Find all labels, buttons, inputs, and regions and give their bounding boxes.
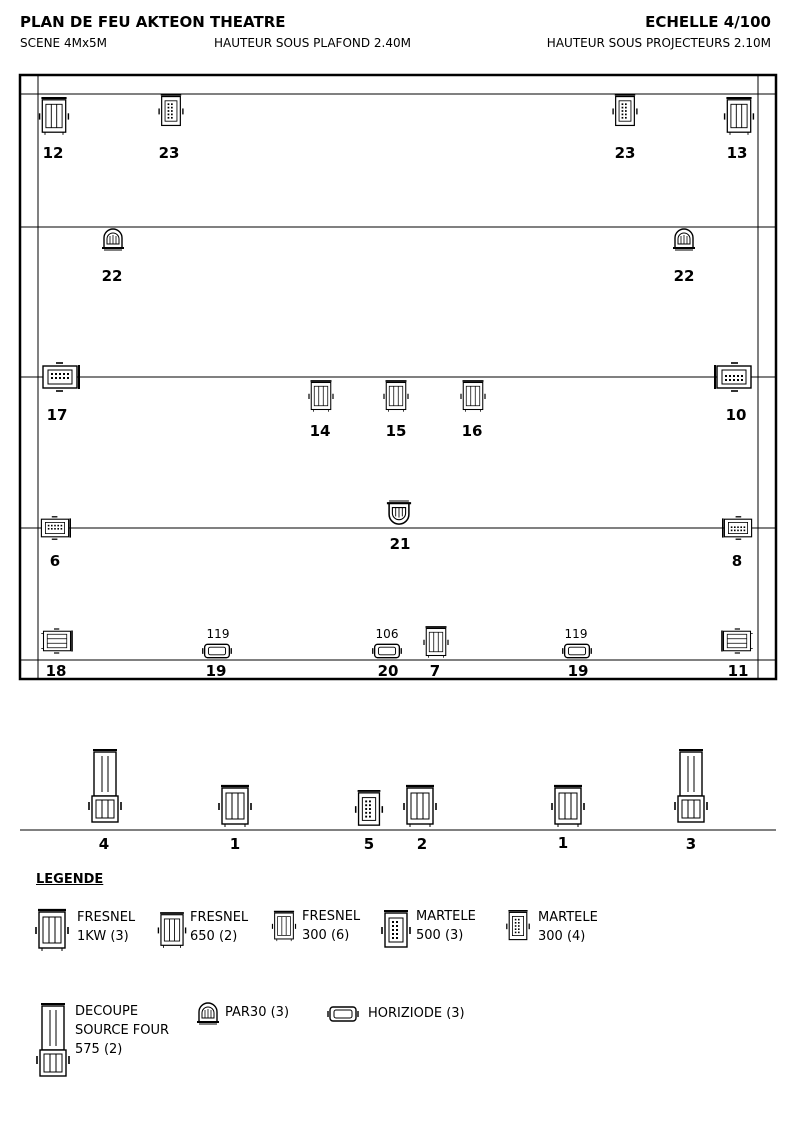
floor-projector-number-label: 5 (363, 835, 375, 853)
martele-projector-icon (42, 362, 80, 392)
legend-title: LEGENDE (36, 872, 104, 887)
projector-number-label: 17 (46, 406, 68, 424)
projector-number-label: 8 (731, 552, 743, 570)
floor-projector-number-label: 1 (557, 834, 569, 852)
fresnel-projector-icon (308, 380, 334, 413)
projector-number-label: 19 (205, 662, 227, 680)
martele-projector-icon (158, 93, 184, 127)
fresnel-projector-icon (383, 380, 409, 413)
projector-number-label: 21 (389, 535, 411, 553)
projector-number-label: 15 (385, 422, 407, 440)
legend-horiziode-icon (327, 1006, 359, 1022)
legend-horiziode-label: HORIZIODE (3) (368, 1006, 465, 1021)
legend-decoupe-label: DECOUPE SOURCE FOUR 575 (2) (75, 1004, 170, 1057)
legend-martele-300-icon (505, 909, 531, 941)
legend-martele-300-label: MARTELE 300 (4) (538, 910, 598, 944)
scale-label: ECHELLE 4/100 (645, 13, 771, 31)
floor-projector-number-label: 4 (98, 835, 110, 853)
projector-number-label: 11 (727, 662, 749, 680)
fresnel-projector-icon (550, 784, 586, 829)
projector-height-label: HAUTEUR SOUS PROJECTEURS 2.10M (546, 36, 771, 50)
martele-projector-icon (714, 362, 752, 392)
floor-projector-number-label: 3 (685, 835, 697, 853)
legend-par30-label: PAR30 (3) (225, 1005, 290, 1020)
par30-projector-icon (101, 228, 125, 251)
legend-fresnel-650-icon (157, 912, 187, 949)
legend-par30-icon (196, 1002, 220, 1025)
floor-projector-number-label: 2 (416, 835, 428, 853)
projector-number-label: 23 (158, 144, 180, 162)
decoupe-projector-icon (88, 749, 122, 823)
projector-number-label: 6 (49, 552, 61, 570)
fresnel-projector-icon (217, 784, 253, 829)
par30-projector-icon (672, 228, 696, 251)
legend-martele-500-icon (381, 910, 411, 948)
ceiling-height-label: HAUTEUR SOUS PLAFOND 2.40M (214, 36, 411, 50)
fresnel-projector-icon (423, 626, 449, 659)
projector-number-label: 13 (726, 144, 748, 162)
martele-projector-icon (354, 790, 384, 827)
legend-fresnel-300-icon (271, 910, 297, 942)
martele-projector-icon (40, 515, 71, 541)
projector-number-label: 16 (461, 422, 483, 440)
decoupe-projector-icon (674, 749, 708, 823)
legend-fresnel-1kw-icon (34, 908, 70, 953)
fresnel-projector-icon (402, 784, 438, 829)
horiziode-projector-icon (372, 643, 402, 659)
projector-number-label: 12 (42, 144, 64, 162)
horiziode-projector-icon (562, 643, 592, 659)
martele-projector-icon (612, 93, 638, 127)
projector-number-label: 14 (309, 422, 331, 440)
wattage-label: 106 (375, 627, 399, 641)
legend-fresnel-300-label: FRESNEL 300 (6) (302, 909, 361, 943)
scene-size-label: SCENE 4Mx5M (20, 36, 108, 50)
projector-number-label: 18 (45, 662, 67, 680)
floor-projector-number-label: 1 (229, 835, 241, 853)
fresnel-projector-icon (723, 97, 755, 136)
fresnel-projector-icon (38, 97, 70, 136)
projector-number-label: 10 (725, 406, 747, 424)
projector-number-label: 23 (614, 144, 636, 162)
fresnel-projector-icon (460, 380, 486, 413)
legend-martele-500-label: MARTELE 500 (3) (416, 909, 476, 943)
projector-number-label: 7 (429, 662, 441, 680)
wattage-label: 119 (564, 627, 588, 641)
martele-projector-icon (721, 515, 753, 541)
projector-number-label: 20 (377, 662, 399, 680)
fresnel-projector-icon (721, 628, 754, 654)
wattage-label: 119 (206, 627, 230, 641)
projector-number-label: 22 (101, 267, 123, 285)
horiziode-projector-icon (202, 643, 232, 659)
legend-fresnel-1kw-label: FRESNEL 1KW (3) (77, 910, 136, 944)
par30-projector-icon (385, 499, 413, 526)
legend-decoupe-icon (36, 1003, 70, 1077)
projector-number-label: 22 (673, 267, 695, 285)
fresnel-projector-icon (40, 628, 73, 654)
projector-number-label: 19 (567, 662, 589, 680)
legend-fresnel-650-label: FRESNEL 650 (2) (190, 910, 249, 944)
plan-title: PLAN DE FEU AKTEON THEATRE (20, 13, 286, 31)
